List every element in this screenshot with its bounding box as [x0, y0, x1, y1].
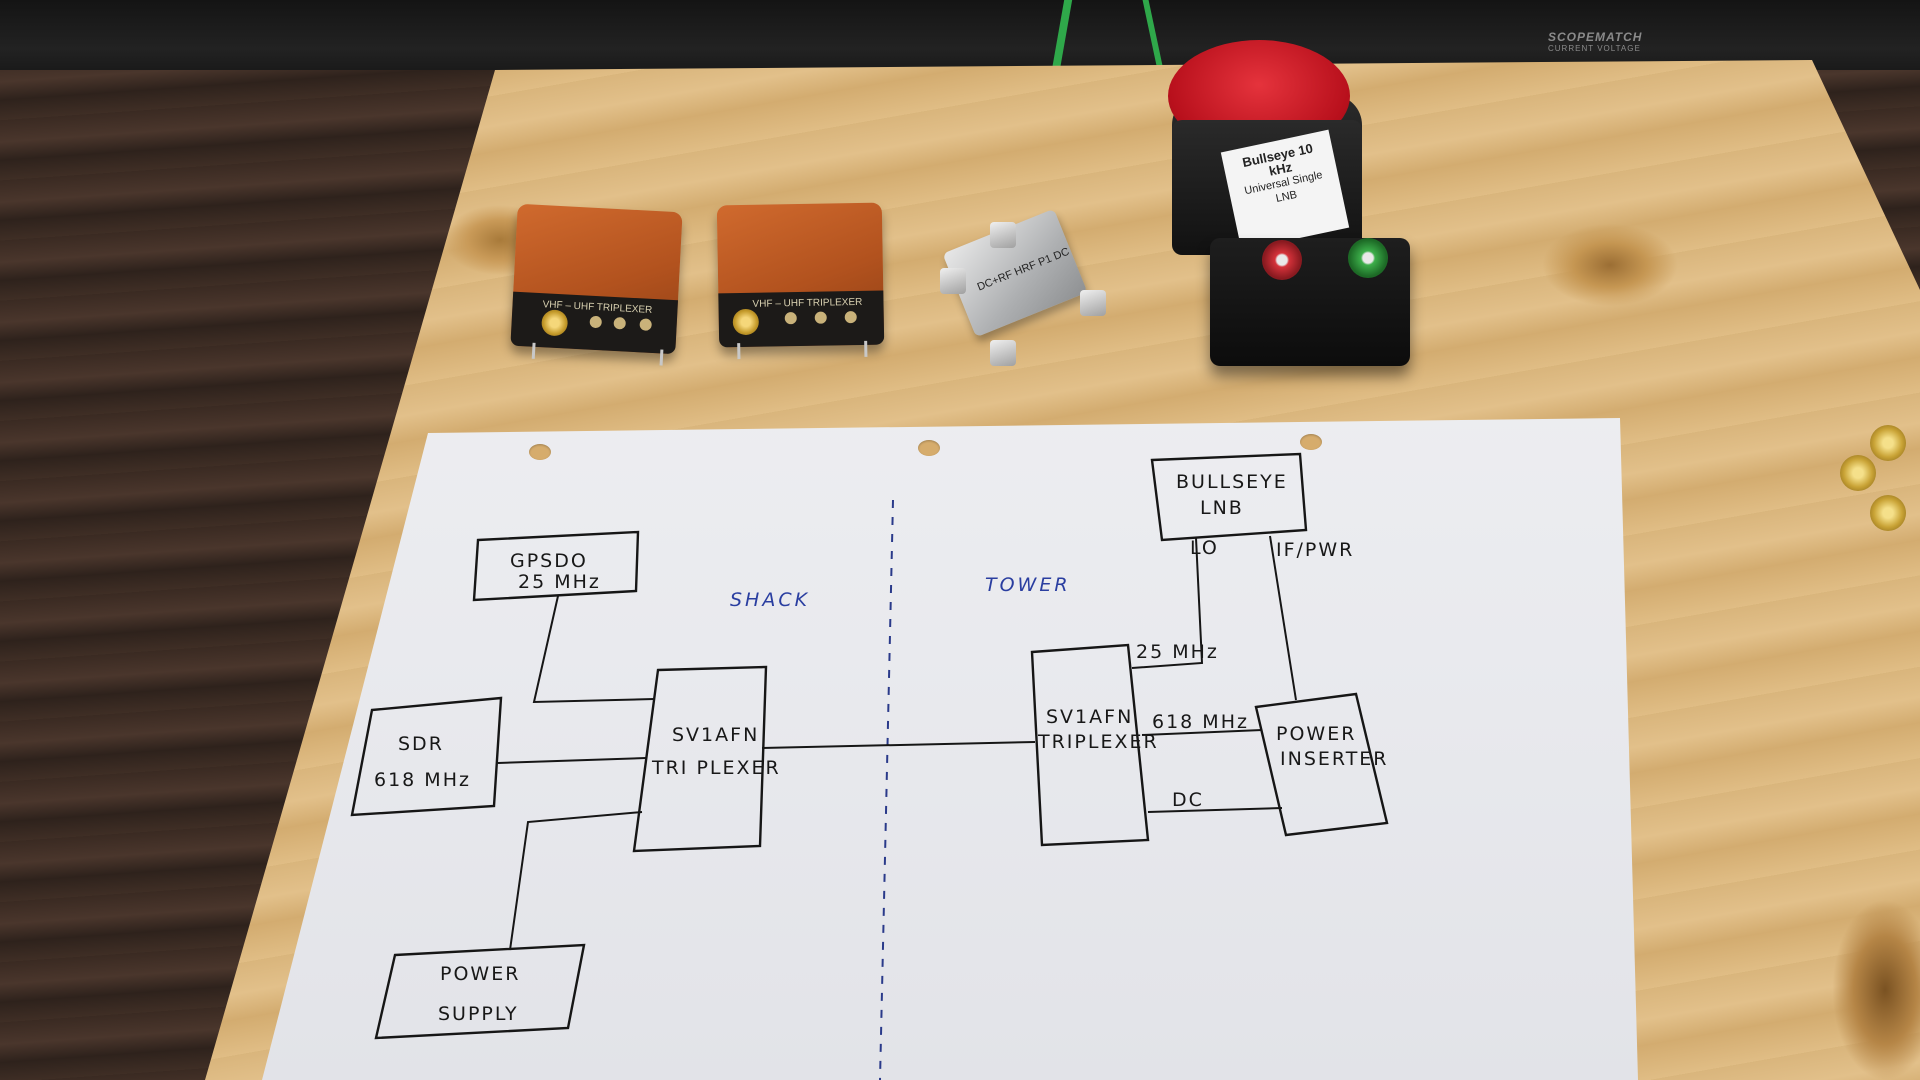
- wire-power-triplexer: [509, 811, 643, 951]
- triplexer-label: VHF – UHF TRIPLEXER: [542, 299, 652, 316]
- label-25mhz: 25 MHz: [1136, 641, 1219, 663]
- rack-brand-label: SCOPEMATCH CURRENT VOLTAGE: [1548, 30, 1678, 53]
- sdr-label: SDR: [398, 733, 444, 755]
- wire-lnb-ifpwr: [1269, 535, 1297, 701]
- f-connector-icon: [990, 222, 1016, 248]
- sdr-box: [350, 696, 503, 817]
- triplexer-module-2: VHF – UHF TRIPLEXER: [716, 202, 885, 360]
- wire-gpsdo-triplexer: [532, 595, 655, 704]
- gpsdo-box: [472, 530, 640, 602]
- wire-618: [1141, 729, 1263, 736]
- triplexer-label-text: VHF – UHF TRIPLEXER: [752, 297, 862, 310]
- gpsdo-freq: 25 MHz: [518, 571, 601, 593]
- lo-label: LO: [1190, 537, 1219, 559]
- power-supply-box: [374, 943, 586, 1040]
- gpsdo-label: GPSDO: [510, 550, 588, 572]
- power-inserter-label: POWER: [1276, 723, 1356, 745]
- bullseye-sub: LNB: [1200, 497, 1244, 519]
- power-supply-sub: SUPPLY: [438, 1003, 519, 1025]
- label-dc: DC: [1172, 789, 1204, 811]
- triplexer-right-label: SV1AFN: [1046, 706, 1133, 728]
- section-label-tower: TOWER: [985, 574, 1071, 596]
- triplexer-right-sub: TRIPLEXER: [1037, 731, 1159, 753]
- shack-tower-divider: [879, 499, 894, 1080]
- if-pwr-label: IF/PWR: [1276, 539, 1354, 561]
- wire-dc: [1147, 807, 1283, 813]
- label-618mhz: 618 MHz: [1152, 711, 1249, 733]
- f-connector-icon: [990, 340, 1016, 366]
- triplexer-right-box: [1030, 643, 1150, 847]
- sma-adapter-icon: [1870, 425, 1906, 461]
- power-supply-label: POWER: [440, 963, 520, 985]
- triplexer-left-label: SV1AFN: [672, 724, 759, 746]
- power-inserter-box: [1254, 692, 1389, 837]
- rack-brand-text: SCOPEMATCH: [1548, 30, 1643, 44]
- triplexer-left-box: [632, 665, 768, 853]
- triplexer-label: VHF – UHF TRIPLEXER: [752, 297, 862, 310]
- wire-lnb-lo: [1131, 537, 1204, 669]
- sma-adapter-icon: [1840, 455, 1876, 491]
- power-inserter-sub: INSERTER: [1280, 748, 1389, 770]
- wire-shack-tower: [761, 741, 1036, 749]
- splitter-label: DC+RF HRF P1 DC: [976, 246, 1071, 294]
- wire-sdr-triplexer: [497, 757, 647, 764]
- f-connector-icon: [1348, 238, 1388, 278]
- f-connector-icon: [1080, 290, 1106, 316]
- bullseye-lnb-box: [1150, 452, 1308, 542]
- rack-sub-text: CURRENT VOLTAGE: [1548, 44, 1641, 53]
- f-connector-icon: [940, 268, 966, 294]
- sma-adapter-icon: [1870, 495, 1906, 531]
- punch-hole: [1300, 434, 1322, 450]
- f-connector-icon: [1262, 240, 1302, 280]
- bullseye-label: BULLSEYE: [1176, 471, 1288, 493]
- triplexer-module-1: VHF – UHF TRIPLEXER: [510, 203, 683, 366]
- triplexer-left-sub: TRI PLEXER: [651, 757, 781, 779]
- equipment-rack: [0, 0, 1920, 70]
- punch-hole: [918, 440, 940, 456]
- punch-hole: [529, 444, 551, 460]
- sdr-freq: 618 MHz: [374, 769, 471, 791]
- section-label-shack: SHACK: [730, 589, 810, 611]
- loose-fittings: [1830, 415, 1920, 545]
- rf-splitter: DC+RF HRF P1 DC: [942, 208, 1088, 338]
